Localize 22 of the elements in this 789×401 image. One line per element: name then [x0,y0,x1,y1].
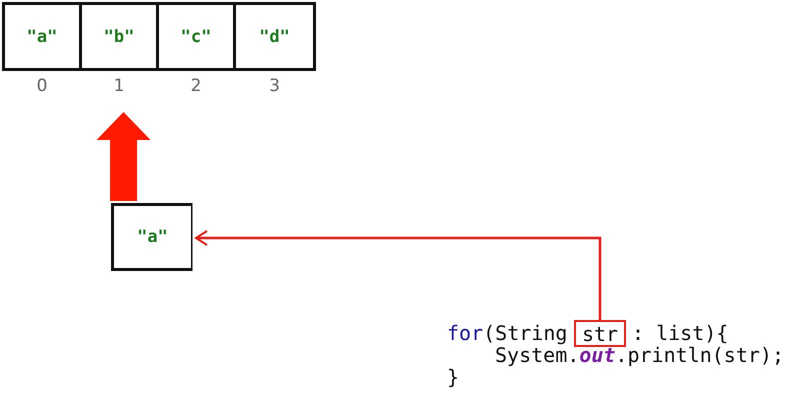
code-text: } [447,366,460,388]
string-value: "c" [180,26,212,46]
index-number: 0 [36,76,48,96]
string-value: "b" [104,26,134,46]
code-variable: str [582,322,618,346]
code-text: : list){ [632,322,728,344]
code-text: System.out.println(str); [495,344,784,366]
array-cell [156,2,236,71]
string-value: "a" [26,26,58,46]
array-cell [233,2,316,71]
code-text: for(String [447,322,568,344]
string-value: "d" [259,26,290,46]
block-arrow [96,112,151,201]
index-number: 1 [112,76,126,96]
array-cell [2,2,82,71]
highlight-box [574,320,626,347]
arrow [195,230,602,320]
string-value: "a" [137,227,168,247]
index-number: 3 [268,76,281,96]
index-number: 2 [190,76,202,96]
variable-box [111,203,191,271]
array-cell [79,2,159,71]
